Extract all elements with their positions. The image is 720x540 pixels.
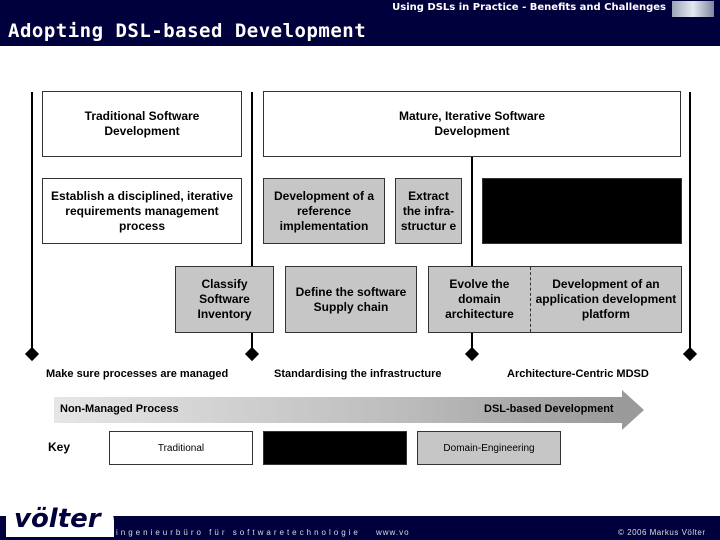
voelter-logo-icon: [6, 503, 114, 537]
arrow-end-label: DSL-based Development: [484, 403, 614, 415]
timeline-line-3: [471, 92, 473, 354]
top-bar: [0, 0, 720, 18]
box-application-platform: Development of an application developmen…: [535, 277, 677, 321]
header-logo-icon: [672, 1, 714, 17]
arrow-head-icon: [622, 390, 644, 430]
footer-tagline: ingenieurbüro für softwaretechnologie: [116, 528, 361, 537]
box-dsl-application-development: DSL-based Application Development: [482, 178, 682, 244]
key-traditional: Traditional: [109, 431, 253, 465]
box-evolve-architecture: Evolve the domain architecture Developme…: [428, 266, 682, 333]
key-label: Key: [48, 440, 71, 454]
box-traditional-development: Traditional Software Development: [42, 91, 242, 157]
presentation-subtitle: Using DSLs in Practice - Benefits and Ch…: [392, 2, 666, 13]
milestone-diamond-3: [464, 346, 480, 362]
phase-standardising: Standardising the infrastructure: [274, 368, 442, 380]
arrow-start-label: Non-Managed Process: [60, 403, 179, 415]
timeline-line-2: [251, 92, 253, 354]
footer-copyright: © 2006 Markus Völter: [618, 528, 706, 537]
milestone-diamond-1: [24, 346, 40, 362]
footer-url[interactable]: www.vo: [376, 528, 410, 537]
progress-arrow: [54, 397, 622, 423]
timeline-line-4: [689, 92, 691, 354]
key-domain-engineering: Domain-Engineering: [417, 431, 561, 465]
box-mature-development: Mature, Iterative Software Development: [263, 91, 681, 157]
title-bar: [0, 18, 720, 46]
milestone-diamond-4: [682, 346, 698, 362]
box-reference-implementation: Development of a reference implementatio…: [263, 178, 385, 244]
phase-managed: Make sure processes are managed: [46, 368, 229, 380]
slide-title: Adopting DSL-based Development: [8, 20, 367, 42]
milestone-diamond-2: [244, 346, 260, 362]
phase-mdsd: Architecture-Centric MDSD: [507, 368, 649, 380]
box-classify-inventory: Classify Software Inventory: [175, 266, 274, 333]
divider: [529, 267, 531, 332]
footer-bar: [0, 518, 720, 540]
key-application-engineering: Application-Engineering: [263, 431, 407, 465]
box-extract-infrastructure: Extract the infra-structur e: [395, 178, 462, 244]
box-requirements-process: Establish a disciplined, iterative requi…: [42, 178, 242, 244]
footer-line: [0, 516, 720, 518]
box-supply-chain: Define the software Supply chain: [285, 266, 417, 333]
timeline-line-1: [31, 92, 33, 354]
voelter-logo-text: völter: [14, 504, 101, 534]
